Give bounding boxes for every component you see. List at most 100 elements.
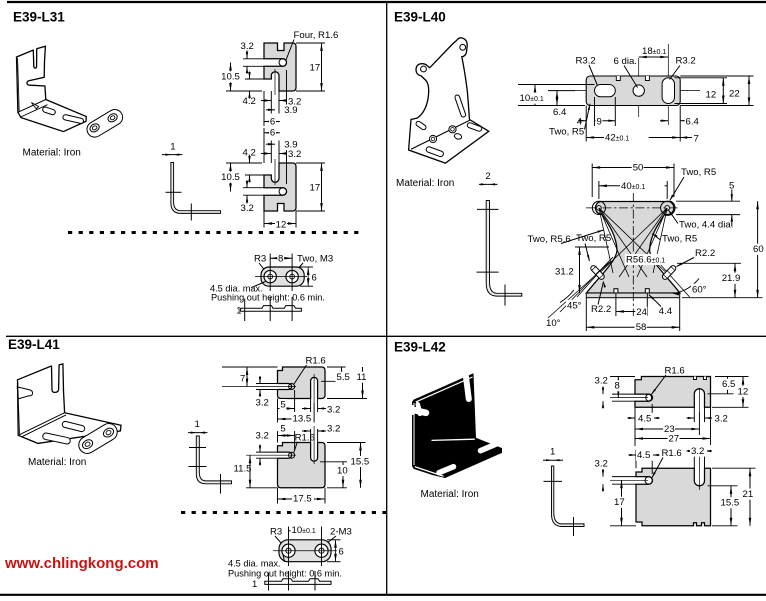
svg-text:R2.2: R2.2: [695, 248, 715, 259]
svg-text:60°: 60°: [692, 284, 707, 295]
svg-text:4.2: 4.2: [243, 96, 256, 107]
svg-text:10.5: 10.5: [221, 72, 240, 83]
svg-text:3.2: 3.2: [715, 413, 728, 424]
svg-text:R56.6±0.1: R56.6±0.1: [626, 254, 665, 265]
svg-text:21.9: 21.9: [722, 273, 741, 284]
svg-text:E39-L42: E39-L42: [394, 339, 446, 354]
svg-text:60: 60: [753, 244, 764, 255]
svg-text:Two, R5: Two, R5: [576, 233, 611, 244]
svg-text:4.5: 4.5: [637, 450, 650, 461]
svg-text:22: 22: [729, 89, 740, 100]
svg-text:24: 24: [636, 307, 647, 318]
svg-text:www.chlingkong.com: www.chlingkong.com: [4, 555, 159, 572]
svg-text:18±0.1: 18±0.1: [642, 46, 666, 57]
svg-text:3.2: 3.2: [691, 446, 704, 457]
svg-text:10±0.1: 10±0.1: [292, 525, 316, 536]
svg-text:4.5: 4.5: [638, 413, 651, 424]
svg-text:4.2: 4.2: [243, 147, 256, 158]
svg-text:Material: Iron: Material: Iron: [23, 148, 81, 159]
svg-text:1: 1: [236, 305, 241, 316]
svg-text:8: 8: [278, 254, 283, 265]
svg-text:13.5: 13.5: [293, 414, 312, 425]
svg-text:6: 6: [339, 547, 344, 558]
svg-text:1: 1: [170, 141, 175, 152]
svg-text:Material: Iron: Material: Iron: [28, 457, 86, 468]
svg-text:6: 6: [312, 272, 317, 283]
svg-text:1: 1: [550, 447, 555, 458]
svg-text:3.2: 3.2: [241, 203, 254, 214]
svg-text:45°: 45°: [567, 300, 582, 311]
svg-text:3.2: 3.2: [595, 458, 608, 469]
svg-text:5: 5: [729, 181, 734, 192]
svg-text:17: 17: [614, 497, 625, 508]
svg-text:6: 6: [270, 116, 275, 127]
svg-text:Pushing out height: 0.6 min.: Pushing out height: 0.6 min.: [228, 569, 342, 579]
svg-text:3.2: 3.2: [241, 41, 254, 52]
svg-text:3.2: 3.2: [327, 423, 340, 434]
svg-text:6: 6: [270, 128, 275, 139]
svg-text:31.2: 31.2: [555, 266, 574, 277]
svg-text:10: 10: [337, 466, 348, 477]
svg-text:23: 23: [664, 424, 675, 435]
svg-text:Two, R5: Two, R5: [549, 127, 584, 138]
svg-text:3.9: 3.9: [284, 105, 297, 116]
svg-text:7: 7: [240, 373, 245, 384]
svg-text:50: 50: [633, 163, 644, 174]
svg-text:R3: R3: [254, 254, 266, 265]
svg-text:3.9: 3.9: [284, 140, 297, 151]
svg-text:40±0.1: 40±0.1: [621, 181, 645, 192]
svg-text:4.5 dia. max.: 4.5 dia. max.: [210, 284, 263, 294]
svg-text:21: 21: [743, 489, 754, 500]
svg-text:Two, 4.4 dia.: Two, 4.4 dia.: [679, 220, 733, 231]
svg-text:42±0.1: 42±0.1: [605, 133, 629, 144]
svg-text:3.2: 3.2: [256, 398, 269, 409]
svg-text:5.5: 5.5: [337, 372, 350, 383]
svg-text:6.4: 6.4: [686, 117, 700, 128]
svg-text:27: 27: [669, 433, 680, 444]
svg-text:R3.2: R3.2: [676, 56, 696, 67]
svg-text:8: 8: [615, 381, 620, 392]
svg-text:E39-L31: E39-L31: [13, 10, 65, 25]
svg-text:4.4: 4.4: [659, 306, 673, 317]
svg-text:1: 1: [195, 419, 200, 430]
svg-text:58: 58: [636, 322, 647, 333]
svg-text:3.2: 3.2: [595, 375, 608, 386]
svg-text:7: 7: [694, 133, 699, 144]
svg-text:4.5 dia. max.: 4.5 dia. max.: [228, 559, 281, 569]
svg-text:Pushing out height: 0.6 min.: Pushing out height: 0.6 min.: [211, 293, 325, 303]
svg-text:2: 2: [485, 171, 490, 182]
svg-text:Two, R5.6: Two, R5.6: [528, 234, 571, 245]
svg-text:Two, M3: Two, M3: [297, 254, 333, 265]
svg-text:Material: Iron: Material: Iron: [421, 489, 479, 500]
svg-text:15.5: 15.5: [721, 498, 740, 509]
svg-text:E39-L40: E39-L40: [394, 10, 446, 25]
svg-text:6 dia.: 6 dia.: [614, 56, 637, 67]
svg-text:R3: R3: [270, 527, 282, 538]
svg-text:5: 5: [280, 423, 285, 434]
svg-text:3.2: 3.2: [288, 149, 301, 160]
svg-text:12: 12: [276, 220, 287, 231]
svg-text:6.4: 6.4: [553, 107, 567, 118]
svg-text:12: 12: [738, 386, 749, 397]
svg-text:Two, R5: Two, R5: [681, 167, 716, 178]
svg-text:1: 1: [252, 579, 257, 590]
svg-text:11.5: 11.5: [234, 464, 252, 475]
svg-text:12: 12: [706, 90, 717, 101]
svg-text:R3.2: R3.2: [576, 56, 596, 67]
svg-text:R2.2: R2.2: [591, 304, 611, 315]
svg-text:Material: Iron: Material: Iron: [396, 178, 454, 189]
svg-text:10±0.1: 10±0.1: [520, 93, 544, 104]
svg-text:Two, R5: Two, R5: [662, 233, 697, 244]
svg-text:Four, R1.6: Four, R1.6: [294, 30, 339, 41]
svg-text:15.5: 15.5: [351, 456, 370, 467]
svg-text:R1.6: R1.6: [295, 432, 315, 443]
svg-text:5: 5: [280, 400, 285, 411]
svg-text:R1.6: R1.6: [665, 366, 685, 377]
svg-text:11: 11: [357, 372, 367, 383]
svg-text:3.2: 3.2: [327, 404, 340, 415]
svg-text:3.2: 3.2: [256, 430, 269, 441]
svg-text:R1.6: R1.6: [306, 356, 326, 367]
svg-text:9: 9: [597, 117, 602, 128]
svg-text:6.5: 6.5: [722, 379, 735, 390]
svg-text:E39-L41: E39-L41: [8, 337, 60, 352]
